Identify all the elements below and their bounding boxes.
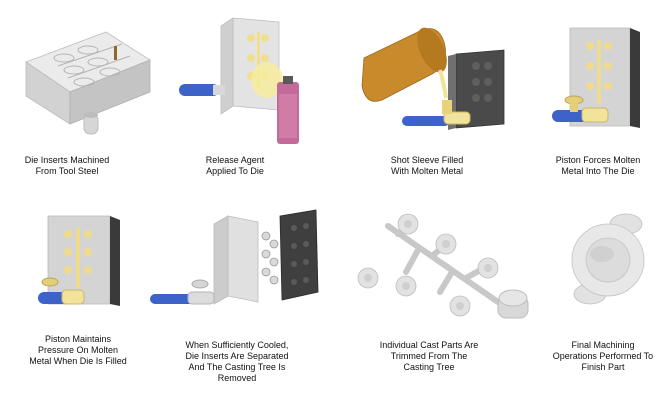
step-8-caption: Final Machining Operations Performed To …: [543, 340, 663, 373]
caption-line: Metal Into The Die: [561, 166, 635, 176]
caption-line: Individual Cast Parts Are: [379, 340, 479, 350]
caption-line: Release Agent: [205, 155, 265, 165]
step-4-caption: Piston Forces Molten Metal Into The Die: [543, 155, 653, 177]
caption-line: When Sufficiently Cooled,: [185, 340, 289, 350]
caption-line: Die Inserts Are Separated: [185, 351, 289, 361]
caption-line: Casting Tree: [403, 362, 455, 372]
caption-line: Final Machining: [571, 340, 635, 350]
step-2-caption: Release Agent Applied To Die: [180, 155, 290, 177]
caption-line: Finish Part: [581, 362, 625, 372]
caption-line: Piston Forces Molten: [555, 155, 641, 165]
caption-line: Die Inserts Machined: [24, 155, 110, 165]
step-6-caption: When Sufficiently Cooled, Die Inserts Ar…: [172, 340, 302, 384]
finished-part-illustration: [571, 213, 645, 305]
caption-line: With Molten Metal: [390, 166, 464, 176]
die-separation-illustration: [150, 209, 319, 305]
caption-line: Metal When Die Is Filled: [29, 356, 127, 366]
caption-line: Operations Performed To: [552, 351, 654, 361]
shot-sleeve-illustration: [361, 27, 505, 130]
piston-maintains-illustration: [38, 215, 120, 306]
caption-line: And The Casting Tree Is: [188, 362, 286, 372]
caption-line: From Tool Steel: [35, 166, 99, 176]
caption-line: Shot Sleeve Filled: [390, 155, 464, 165]
step-1-caption: Die Inserts Machined From Tool Steel: [8, 155, 126, 177]
release-agent-illustration: [179, 17, 299, 144]
step-5-caption: Piston Maintains Pressure On Molten Meta…: [22, 334, 134, 367]
step-7-caption: Individual Cast Parts Are Trimmed From T…: [370, 340, 488, 373]
piston-forces-illustration: [552, 27, 640, 128]
caption-line: Trimmed From The: [390, 351, 468, 361]
caption-line: Removed: [217, 373, 257, 383]
caption-line: Pressure On Molten: [37, 345, 119, 355]
step-3-caption: Shot Sleeve Filled With Molten Metal: [372, 155, 482, 177]
die-insert-illustration: [25, 31, 151, 135]
casting-tree-illustration: [357, 213, 529, 319]
caption-line: Applied To Die: [206, 166, 264, 176]
caption-line: Piston Maintains: [44, 334, 112, 344]
